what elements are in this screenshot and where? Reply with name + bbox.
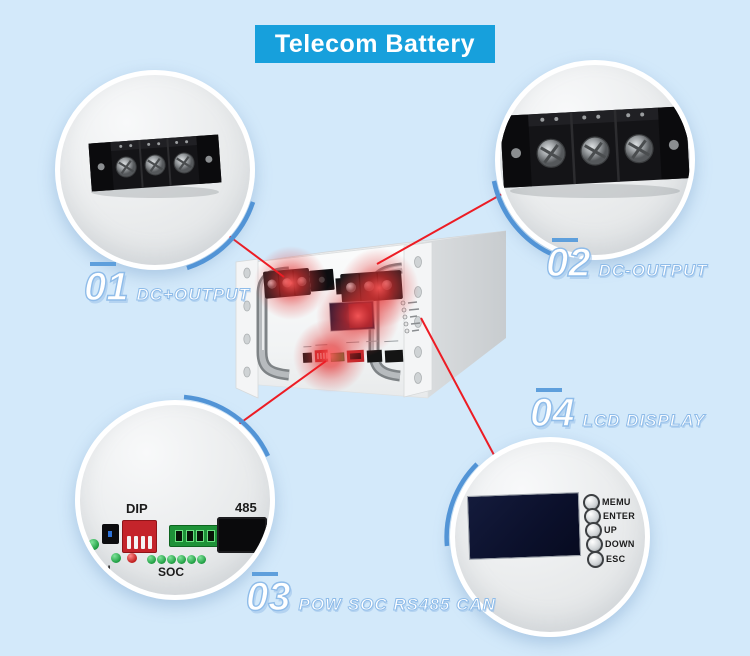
detail-circle-dc-plus	[55, 70, 255, 270]
soc-led-3	[167, 555, 176, 564]
callout-02-label: DC-OUTPUT	[598, 261, 708, 281]
battery-unit	[235, 230, 507, 399]
callout-02-dash	[552, 238, 578, 242]
callout-02-number: 02	[545, 241, 591, 285]
dip-label: DIP	[126, 501, 148, 516]
callout-01-label: DC+OUTPUT	[136, 285, 250, 305]
enter-label: ENTER	[603, 511, 636, 521]
callout-03-number: 03	[245, 575, 291, 619]
soc-led-1	[147, 555, 156, 564]
callout-03: 03 POW SOC RS485 CAN	[245, 572, 496, 619]
run-led	[88, 539, 99, 550]
run-label-partial: N	[102, 563, 111, 577]
callout-04-label: LCD DISPLAY	[582, 411, 706, 431]
soc-led-6	[197, 555, 206, 564]
glow-io	[293, 319, 367, 393]
page-title: Telecom Battery	[274, 29, 476, 58]
callout-04-dash	[536, 388, 562, 392]
callout-01: 01 DC+OUTPUT	[83, 262, 250, 309]
callout-01-dash	[90, 262, 116, 266]
leader-line-04	[420, 317, 495, 456]
callout-02: 02 DC-OUTPUT	[545, 238, 708, 285]
leader-line-02	[376, 193, 503, 265]
detail-circle-dc-minus	[495, 60, 695, 260]
esc-label: ESC	[606, 554, 626, 564]
rs485-port	[217, 517, 267, 553]
title-banner: Telecom Battery	[255, 25, 495, 63]
down-label: DOWN	[605, 539, 635, 549]
soc-led-5	[187, 555, 196, 564]
detail-circle-lcd: MEMU ENTER UP DOWN ESC	[450, 437, 650, 637]
can-terminal	[169, 525, 221, 547]
status-led-green	[111, 553, 121, 563]
soc-label: SOC	[158, 565, 185, 579]
terminal-block-photo	[88, 134, 222, 198]
status-led-red	[127, 553, 137, 563]
battery-side-face	[428, 231, 506, 398]
lcd-screen-large	[466, 492, 582, 560]
callout-04-number: 04	[529, 391, 575, 435]
esc-button	[587, 551, 604, 568]
detail-circle-io: DIP 485 SOC N	[75, 400, 275, 600]
callout-03-label: POW SOC RS485 CAN	[298, 595, 496, 615]
callout-01-number: 01	[83, 265, 129, 309]
up-label: UP	[604, 525, 618, 535]
glow-dc-plus	[254, 246, 328, 320]
callout-03-dash	[252, 572, 278, 576]
port485-label: 485	[235, 500, 257, 515]
dip-switch	[122, 520, 157, 553]
soc-led-4	[177, 555, 186, 564]
callout-04: 04 LCD DISPLAY	[529, 388, 706, 435]
memu-label: MEMU	[602, 497, 631, 507]
terminal-block-photo	[500, 106, 690, 198]
power-button	[102, 524, 119, 544]
soc-led-2	[157, 555, 166, 564]
